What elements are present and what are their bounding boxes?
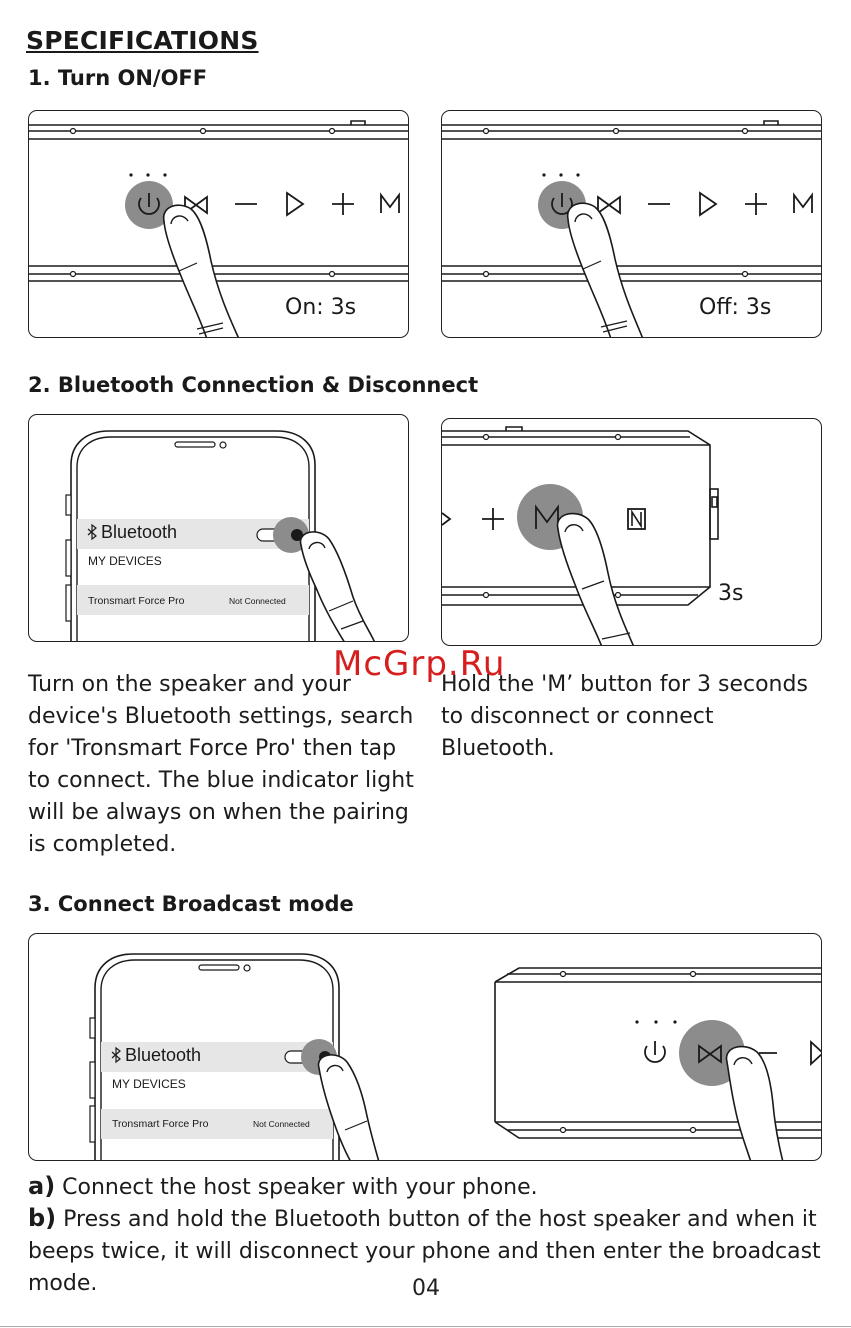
on-duration-label: On: 3s <box>285 295 357 320</box>
step-a-text: Connect the host speaker with your phone… <box>62 1175 538 1200</box>
phone-bluetooth-label: Bluetooth <box>125 1045 202 1065</box>
hold-duration-label: 3s <box>718 581 744 606</box>
watermark: McGrp.Ru <box>333 644 506 684</box>
speaker-top-view-on <box>29 120 408 337</box>
footer-divider <box>0 1326 851 1327</box>
section2-heading: 2. Bluetooth Connection & Disconnect <box>28 373 479 397</box>
speaker-side-view <box>442 426 719 645</box>
turn-on-illustration: On: 3s <box>28 110 409 338</box>
section3-heading: 3. Connect Broadcast mode <box>28 892 354 916</box>
phone-device-status: Not Connected <box>229 596 286 606</box>
broadcast-mode-illustration: Bluetooth MY DEVICES Tronsmart Force Pro… <box>28 933 822 1161</box>
pairing-instructions: Turn on the speaker and your device's Bl… <box>28 672 414 857</box>
phone-device-name: Tronsmart Force Pro <box>88 595 185 607</box>
bluetooth-icon <box>87 523 97 541</box>
bluetooth-icon <box>111 1046 121 1064</box>
bluetooth-pairing-illustration: Bluetooth MY DEVICES Tronsmart Force Pro… <box>28 414 409 642</box>
phone-my-devices-label: MY DEVICES <box>88 554 162 568</box>
page-title: SPECIFICATIONS <box>26 26 259 55</box>
step-b-letter: b) <box>28 1204 57 1232</box>
step-b: b) Press and hold the Bluetooth button o… <box>28 1202 828 1300</box>
page-number: 04 <box>412 1276 440 1301</box>
phone-my-devices-label: MY DEVICES <box>112 1077 186 1091</box>
step-a-letter: a) <box>28 1172 56 1200</box>
phone-bluetooth-settings <box>65 430 375 641</box>
step-a: a) Connect the host speaker with your ph… <box>28 1170 828 1204</box>
section1-heading: 1. Turn ON/OFF <box>28 66 208 90</box>
phone-bluetooth-label: Bluetooth <box>101 522 178 542</box>
turn-off-illustration: Off: 3s <box>441 110 822 338</box>
disconnect-instructions: Hold the 'M’ button for 3 seconds to dis… <box>441 672 808 761</box>
bluetooth-disconnect-illustration: 3s <box>441 418 822 646</box>
step-b-text: Press and hold the Bluetooth button of t… <box>28 1207 821 1296</box>
off-duration-label: Off: 3s <box>699 295 772 320</box>
speaker-top-view-off <box>442 120 821 337</box>
phone-device-name: Tronsmart Force Pro <box>112 1118 209 1130</box>
phone-device-status: Not Connected <box>253 1119 310 1129</box>
phone-and-speaker-broadcast <box>89 953 821 1160</box>
